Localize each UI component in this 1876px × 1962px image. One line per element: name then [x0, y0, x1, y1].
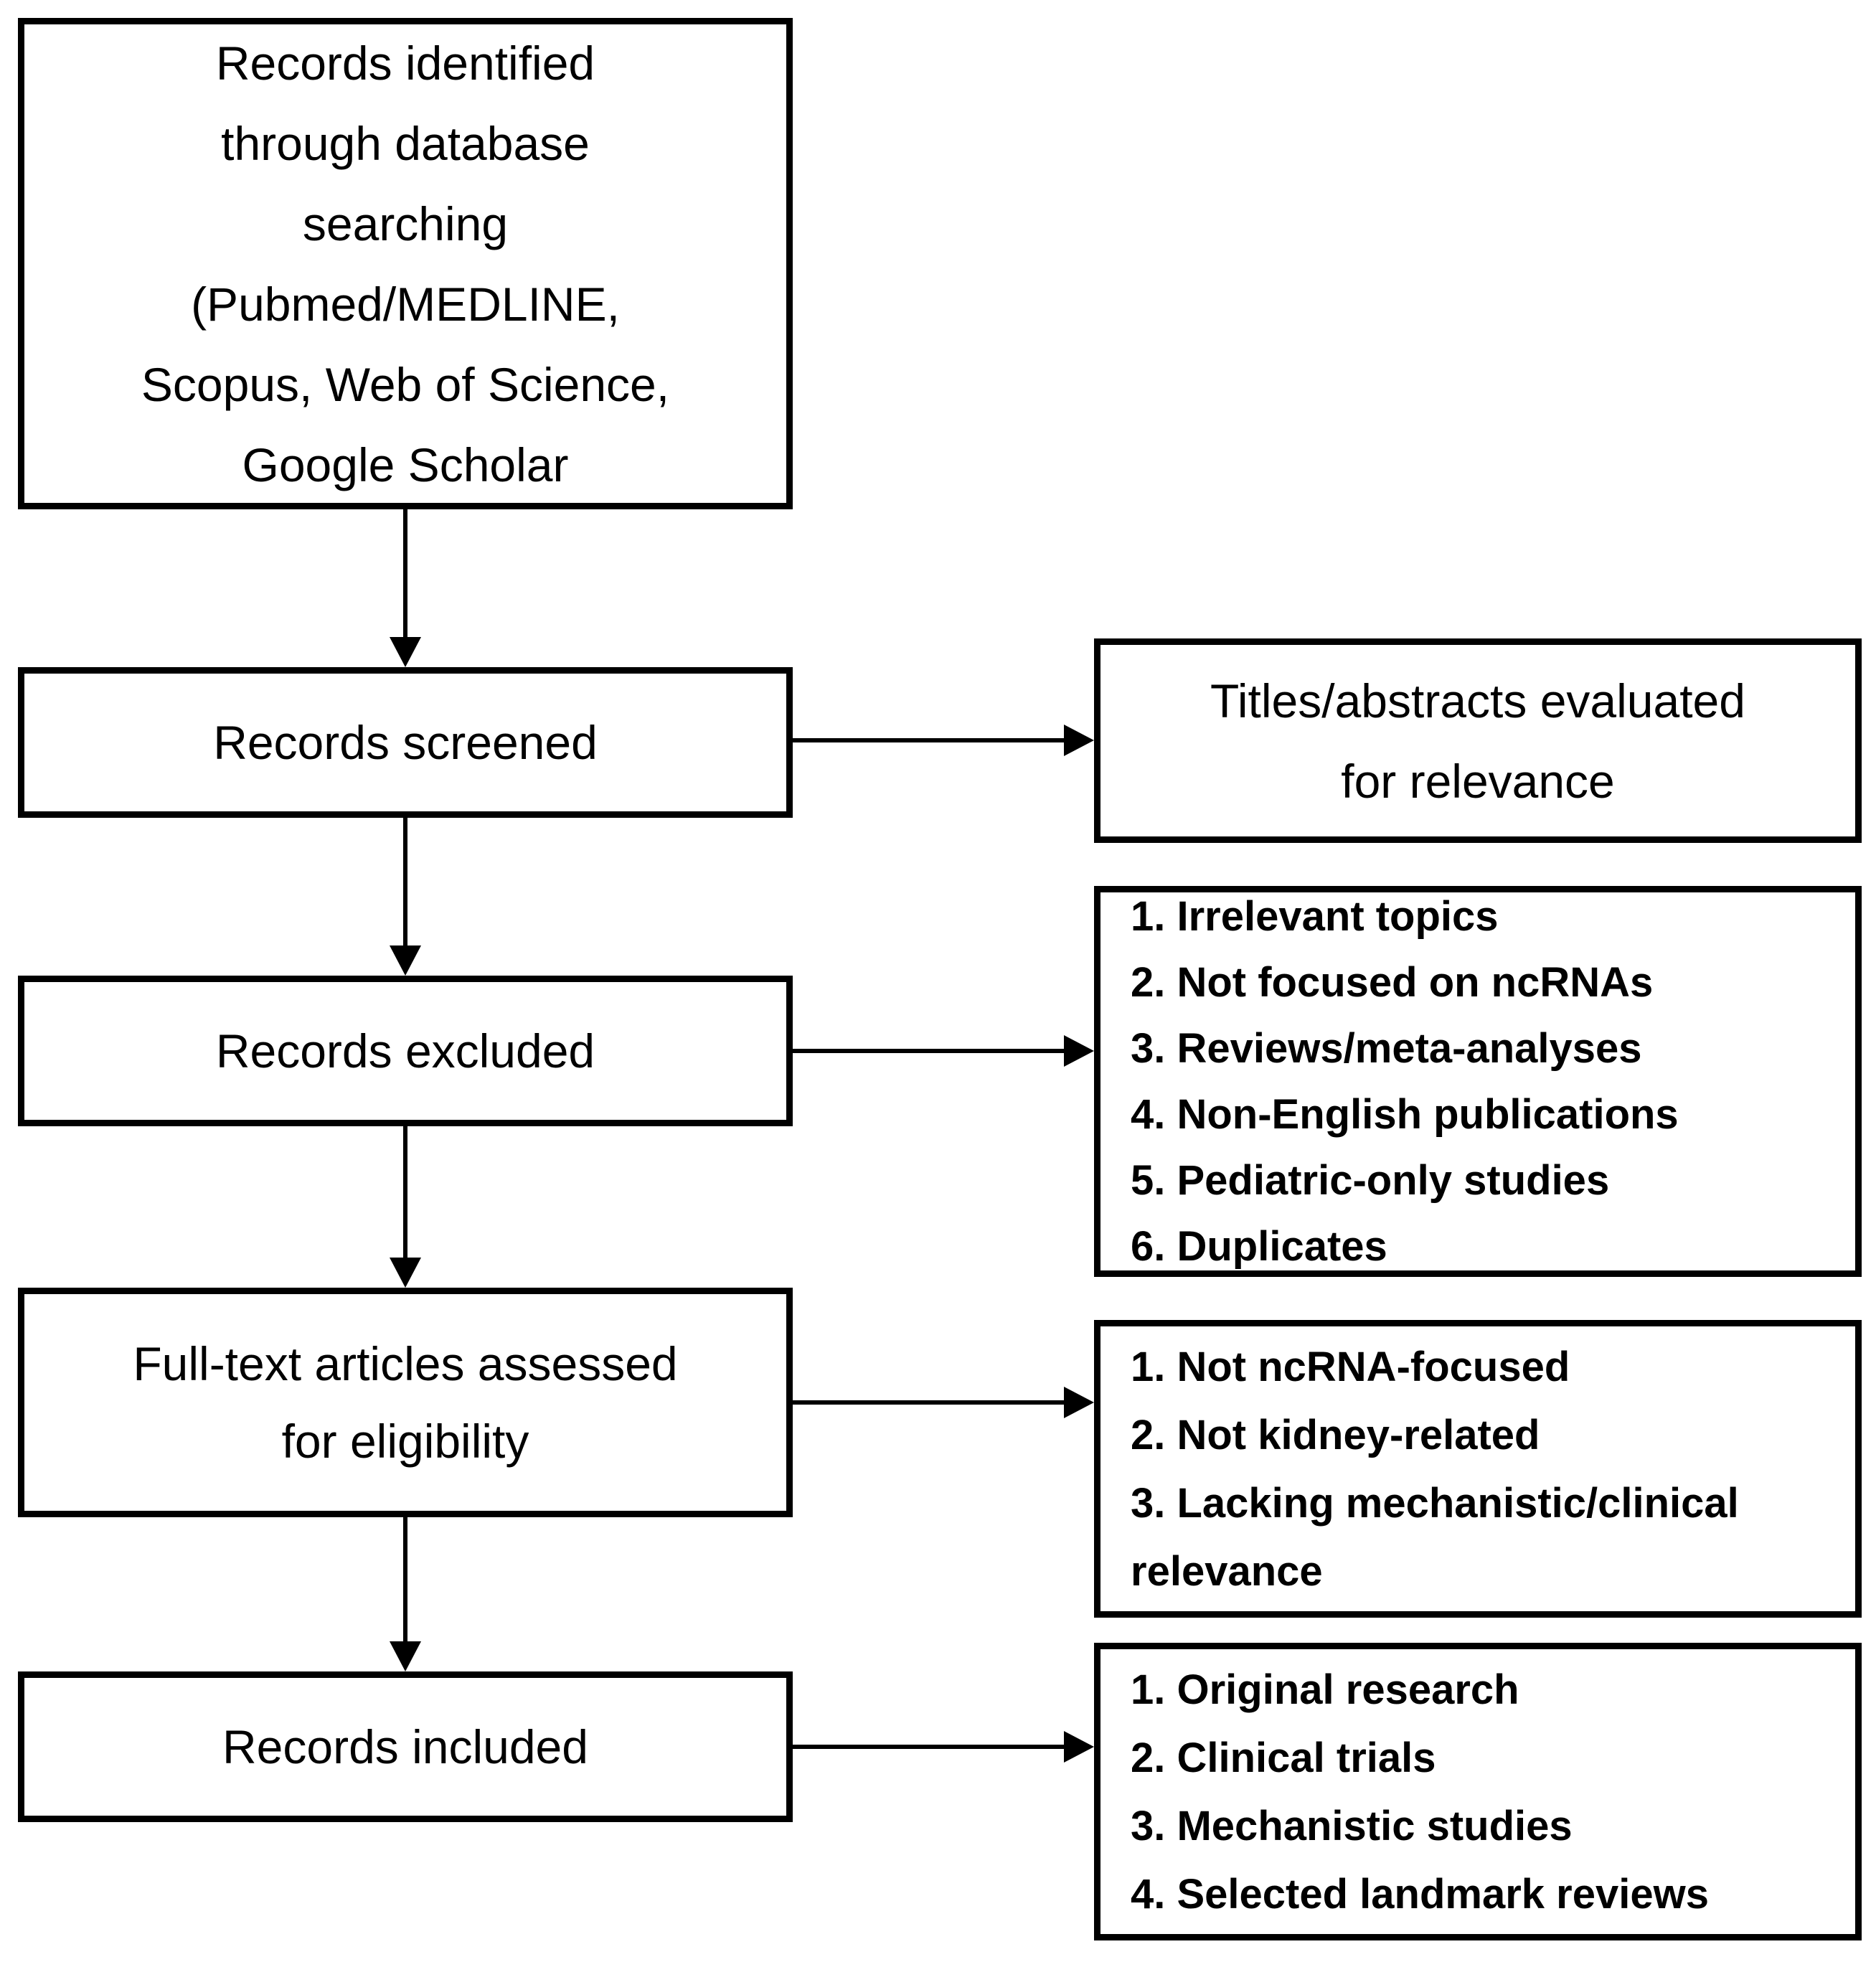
box-text-line: Scopus, Web of Science,: [141, 357, 670, 411]
list-item: 1. Irrelevant topics: [1131, 892, 1499, 940]
box-included-record-types: 1. Original research 2. Clinical trials …: [1094, 1643, 1862, 1940]
connector-line-right-3: [793, 1400, 1065, 1405]
box-text-line: Records included: [222, 1720, 588, 1773]
box-titles-abstracts-evaluated: Titles/abstracts evaluated for relevance: [1094, 638, 1862, 843]
connector-line-right-2: [793, 1049, 1065, 1053]
box-text-line: through database: [221, 116, 590, 170]
list-item: 4. Non-English publications: [1131, 1090, 1679, 1138]
box-text-line: Full-text articles assessed: [133, 1337, 678, 1390]
arrow-down-icon: [390, 945, 421, 976]
box-full-text-assessed: Full-text articles assessed for eligibil…: [18, 1288, 793, 1517]
list-item: 3. Lacking mechanistic/clinical relevanc…: [1131, 1479, 1739, 1595]
list-item: 2. Not kidney-related: [1131, 1411, 1540, 1458]
box-records-screened: Records screened: [18, 667, 793, 818]
box-text-line: Records identified: [215, 36, 595, 90]
box-text-line: Titles/abstracts evaluated: [1210, 674, 1745, 727]
box-text-line: for eligibility: [281, 1415, 529, 1468]
connector-line-down-4: [403, 1517, 407, 1643]
box-text-line: for relevance: [1341, 754, 1615, 808]
box-text-line: Google Scholar: [242, 438, 569, 491]
list-item: 6. Duplicates: [1131, 1222, 1387, 1270]
list-item: 3. Reviews/meta-analyses: [1131, 1024, 1642, 1072]
list-item: 5. Pediatric-only studies: [1131, 1156, 1610, 1204]
box-text-line: (Pubmed/MEDLINE,: [191, 277, 620, 331]
arrow-right-icon: [1064, 725, 1094, 756]
box-text-line: Records screened: [213, 716, 598, 769]
box-records-included: Records included: [18, 1671, 793, 1822]
box-text-line: Records excluded: [215, 1024, 595, 1077]
arrow-down-icon: [390, 637, 421, 667]
list-item: 3. Mechanistic studies: [1131, 1802, 1573, 1849]
box-text-line: searching: [302, 197, 509, 250]
box-fulltext-exclusion-reasons: 1. Not ncRNA-focused 2. Not kidney-relat…: [1094, 1320, 1862, 1618]
connector-line-right-4: [793, 1745, 1065, 1749]
box-records-identified: Records identified through database sear…: [18, 18, 793, 509]
arrow-right-icon: [1064, 1731, 1094, 1763]
box-screening-exclusion-reasons: 1. Irrelevant topics 2. Not focused on n…: [1094, 886, 1862, 1277]
connector-line-down-1: [403, 506, 407, 640]
list-item: 1. Original research: [1131, 1666, 1519, 1713]
arrow-right-icon: [1064, 1035, 1094, 1067]
connector-line-down-2: [403, 818, 407, 947]
arrow-down-icon: [390, 1258, 421, 1288]
list-item: 4. Selected landmark reviews: [1131, 1870, 1709, 1918]
list-item: 2. Not focused on ncRNAs: [1131, 958, 1654, 1006]
arrow-right-icon: [1064, 1387, 1094, 1418]
connector-line-down-3: [403, 1126, 407, 1259]
list-item: 2. Clinical trials: [1131, 1734, 1436, 1781]
list-item: 1. Not ncRNA-focused: [1131, 1343, 1570, 1390]
connector-line-right-1: [793, 738, 1065, 742]
box-records-excluded: Records excluded: [18, 976, 793, 1126]
arrow-down-icon: [390, 1641, 421, 1671]
